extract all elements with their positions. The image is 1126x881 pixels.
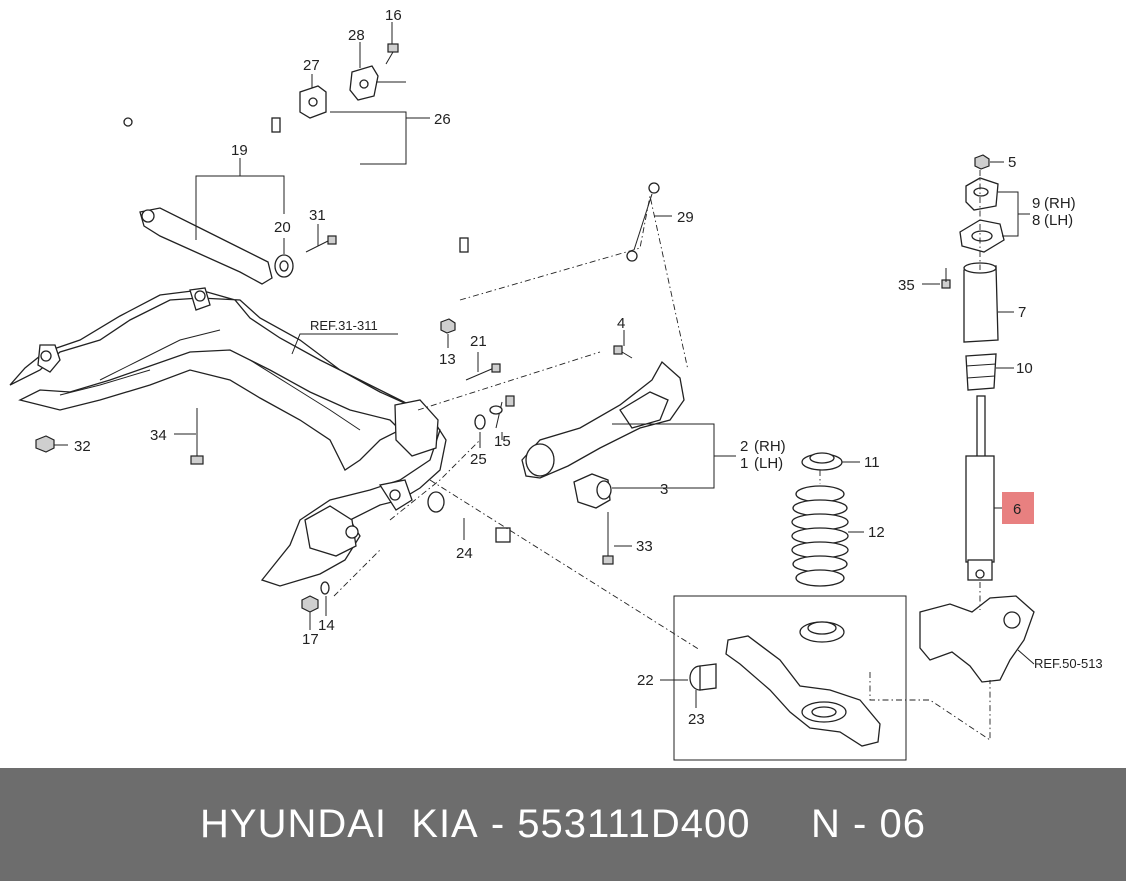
dash-knuckle xyxy=(869,672,991,741)
callout-4: 4 xyxy=(617,315,625,332)
callout-6-highlight[interactable]: 6 xyxy=(1002,492,1034,524)
dash-washer xyxy=(333,549,381,597)
callout-32: 32 xyxy=(74,438,91,455)
callout-28: 28 xyxy=(348,27,365,44)
dust-cover-7[interactable] xyxy=(963,262,999,343)
rear-subframe[interactable] xyxy=(9,287,447,587)
washer-25[interactable] xyxy=(474,414,486,430)
callout-12: 12 xyxy=(868,524,885,541)
brand-name: HYUNDAI KIA xyxy=(200,802,479,846)
lateral-arm-19[interactable] xyxy=(139,207,273,285)
bushing-20[interactable] xyxy=(274,254,294,278)
callout-10: 10 xyxy=(1016,360,1033,377)
callout-27: 27 xyxy=(303,57,320,74)
bracket-8[interactable] xyxy=(959,219,1005,253)
upper-mount-9[interactable] xyxy=(965,177,999,211)
callout-9: 9 xyxy=(1032,195,1040,212)
bolt-15[interactable] xyxy=(489,395,515,429)
callout-31: 31 xyxy=(309,207,326,224)
callout-11: 11 xyxy=(864,454,880,471)
bolt-35[interactable] xyxy=(941,268,951,289)
callout-23: 23 xyxy=(688,711,705,728)
callout-9-side: (RH) xyxy=(1044,195,1076,212)
lower-arm-inset-box xyxy=(673,595,907,761)
callout-20: 20 xyxy=(274,219,291,236)
callout-5: 5 xyxy=(1008,154,1016,171)
callout-26: 26 xyxy=(434,111,451,128)
spacer xyxy=(750,802,811,847)
bushing-3[interactable] xyxy=(573,473,612,509)
callout-17: 17 xyxy=(302,631,319,648)
dash-bolt15 xyxy=(389,439,481,521)
bolt-16[interactable] xyxy=(385,43,399,65)
callout-labels: 16 28 27 26 19 20 31 29 13 21 4 15 25 32… xyxy=(74,7,1076,728)
callout-1-side: (LH) xyxy=(754,455,783,472)
footer-caption: HYUNDAI KIA - 553111D400 N - 06 xyxy=(0,768,1126,881)
coil-spring-12[interactable] xyxy=(791,485,849,587)
page-code: N - 06 xyxy=(811,802,926,846)
ref-knuckle-label: REF.50-513 xyxy=(1034,656,1103,671)
callout-21: 21 xyxy=(470,333,487,350)
callout-29: 29 xyxy=(677,209,694,226)
stabilizer-bushing-27[interactable] xyxy=(299,85,327,119)
nut-17[interactable] xyxy=(301,595,319,613)
parts-diagram: 16 28 27 26 19 20 31 29 13 21 4 15 25 32… xyxy=(9,7,1103,761)
stabilizer-bracket-28[interactable] xyxy=(349,65,379,101)
leader-lines xyxy=(54,22,1035,708)
callout-15: 15 xyxy=(494,433,511,450)
assist-link-24[interactable] xyxy=(427,491,511,543)
stabilizer-bar[interactable] xyxy=(123,96,481,318)
separator: - xyxy=(478,802,518,846)
bump-stopper-10[interactable] xyxy=(965,353,997,391)
stabilizer-link-29[interactable] xyxy=(626,182,660,262)
shock-absorber-6[interactable] xyxy=(965,395,995,581)
callout-14: 14 xyxy=(318,617,335,634)
callout-7: 7 xyxy=(1018,304,1026,321)
callout-19: 19 xyxy=(231,142,248,159)
callout-16: 16 xyxy=(385,7,402,24)
bolt-34[interactable] xyxy=(190,408,204,465)
callout-33: 33 xyxy=(636,538,653,555)
callout-24: 24 xyxy=(456,545,473,562)
callout-22: 22 xyxy=(637,672,654,689)
trailing-arm-1-2[interactable] xyxy=(521,360,685,479)
callout-13: 13 xyxy=(439,351,456,368)
callout-34: 34 xyxy=(150,427,167,444)
part-number: 553111D400 xyxy=(517,802,751,846)
nut-32[interactable] xyxy=(35,435,55,453)
callout-25: 25 xyxy=(470,451,487,468)
footer-bar: HYUNDAI KIA - 553111D400 N - 06 xyxy=(0,768,1126,881)
nut-13[interactable] xyxy=(440,318,456,334)
dash-link xyxy=(459,195,689,371)
bushing-23[interactable] xyxy=(689,663,717,691)
ref-frame-label: REF.31-311 xyxy=(310,318,378,333)
callout-8: 8 xyxy=(1032,212,1040,229)
callout-8-side: (LH) xyxy=(1044,212,1073,229)
dash-lowerarm xyxy=(429,479,701,651)
highlight-box xyxy=(1002,492,1034,524)
nut-5[interactable] xyxy=(974,154,990,170)
washer-14[interactable] xyxy=(320,581,330,595)
lower-arm-22[interactable] xyxy=(725,621,881,747)
bolt-33[interactable] xyxy=(602,512,614,565)
callout-35: 35 xyxy=(898,277,915,294)
callout-1: 1 xyxy=(740,455,748,472)
spring-upper-pad-11[interactable] xyxy=(801,452,843,471)
knuckle[interactable] xyxy=(919,595,1035,683)
callout-2: 2 xyxy=(740,438,748,455)
callout-6: 6 xyxy=(1013,501,1021,518)
bolt-21[interactable] xyxy=(465,363,501,381)
bolt-31[interactable] xyxy=(305,235,337,253)
callout-2-side: (RH) xyxy=(754,438,786,455)
bolt-4[interactable] xyxy=(613,345,633,359)
dash-bolt4 xyxy=(417,351,601,411)
callout-3: 3 xyxy=(660,481,668,498)
